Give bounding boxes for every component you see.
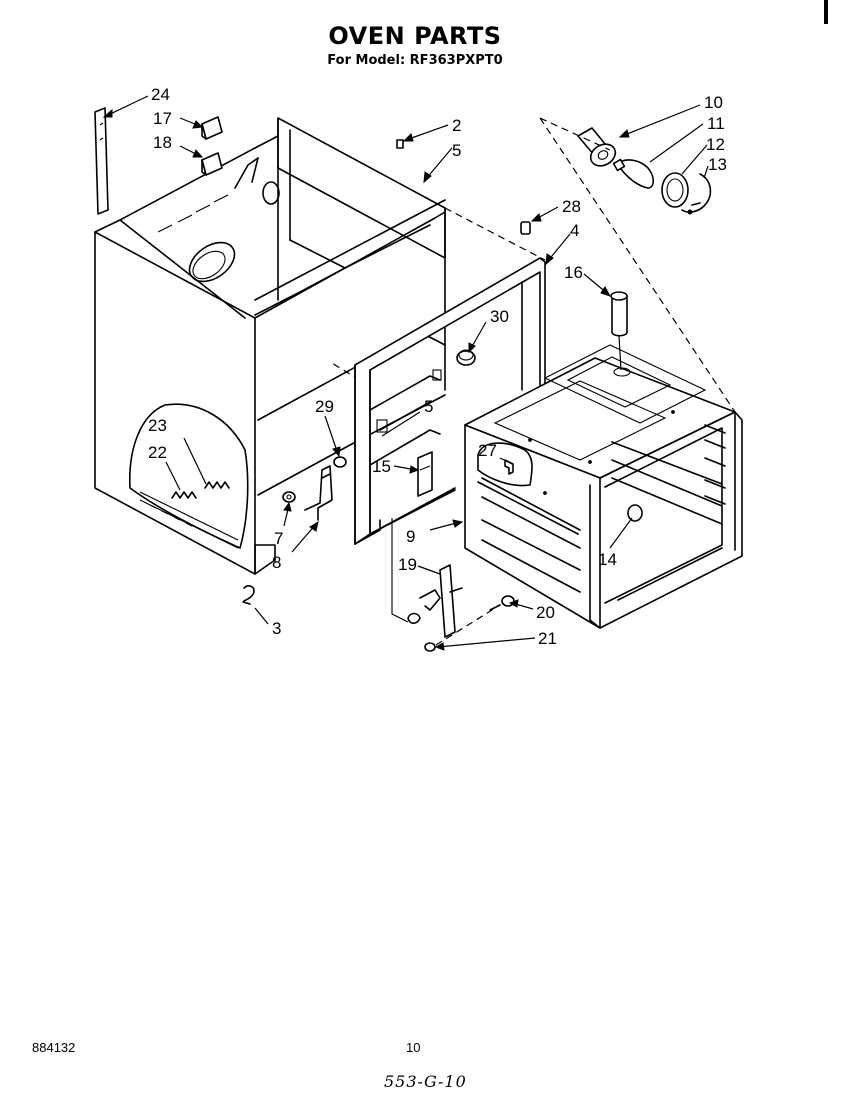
page-number: 10 <box>406 1040 421 1055</box>
callout-15: 15 <box>372 457 391 476</box>
callout-13: 13 <box>708 155 727 174</box>
callout-22: 22 <box>148 443 167 462</box>
part-15-bracket <box>417 451 433 497</box>
callout-21: 21 <box>538 629 557 648</box>
callout-27: 27 <box>478 441 497 460</box>
callout-labels: 5 2 3 4 5 7 8 9 10 11 12 13 14 15 16 17 … <box>148 85 727 648</box>
part-16-tube <box>610 291 631 377</box>
part-14-lens <box>627 504 643 522</box>
oven-liner <box>464 344 743 629</box>
callout-3: 3 <box>272 619 281 638</box>
model-subtitle: For Model: RF363PXPT0 <box>327 53 503 68</box>
callout-30: 30 <box>490 307 509 326</box>
part-3-clip <box>242 585 255 605</box>
light-retainer-clip <box>681 173 712 215</box>
callout-23: 23 <box>148 416 167 435</box>
callout-9: 9 <box>406 527 415 546</box>
callout-10: 10 <box>704 93 723 112</box>
part-24-bracket <box>94 107 109 215</box>
callout-8: 8 <box>272 553 281 572</box>
callout-17: 17 <box>153 109 172 128</box>
part-2-screw <box>396 139 404 149</box>
callout-28: 28 <box>562 197 581 216</box>
part-19-hinge-bracket <box>407 564 463 638</box>
callout-1: 5 <box>452 141 461 160</box>
callout-24: 24 <box>151 85 170 104</box>
part-28-cap <box>520 221 531 235</box>
callout-14: 14 <box>598 550 617 569</box>
callout-4: 4 <box>570 221 579 240</box>
scan-edge-mark <box>824 0 828 24</box>
part-27-bracket <box>477 442 533 487</box>
access-panel-cutout <box>129 403 249 549</box>
callout-16: 16 <box>564 263 583 282</box>
callout-20: 20 <box>536 603 555 622</box>
light-bulb <box>612 158 655 189</box>
part-17-clip <box>201 116 223 140</box>
callout-12: 12 <box>706 135 725 154</box>
callout-5: 5 <box>424 397 433 416</box>
callout-18: 18 <box>153 133 172 152</box>
callout-19: 19 <box>398 555 417 574</box>
part-8-bracket <box>304 465 333 521</box>
page-title: OVEN PARTS <box>328 22 502 50</box>
document-number: 884132 <box>32 1040 76 1055</box>
callout-leaders <box>102 95 709 651</box>
part-7-nut <box>282 491 296 503</box>
handwritten-code: 553-G-10 <box>384 1072 467 1091</box>
light-lens-cover <box>661 172 689 208</box>
part-21-nut <box>424 642 436 652</box>
callout-11: 11 <box>707 114 725 133</box>
part-18-clip <box>201 152 223 176</box>
callout-29: 29 <box>315 397 334 416</box>
callout-7: 7 <box>274 529 283 548</box>
part-30-knob <box>456 349 476 366</box>
callout-2: 2 <box>452 116 461 135</box>
part-29-grommet <box>333 456 347 468</box>
front-frame <box>354 257 546 545</box>
